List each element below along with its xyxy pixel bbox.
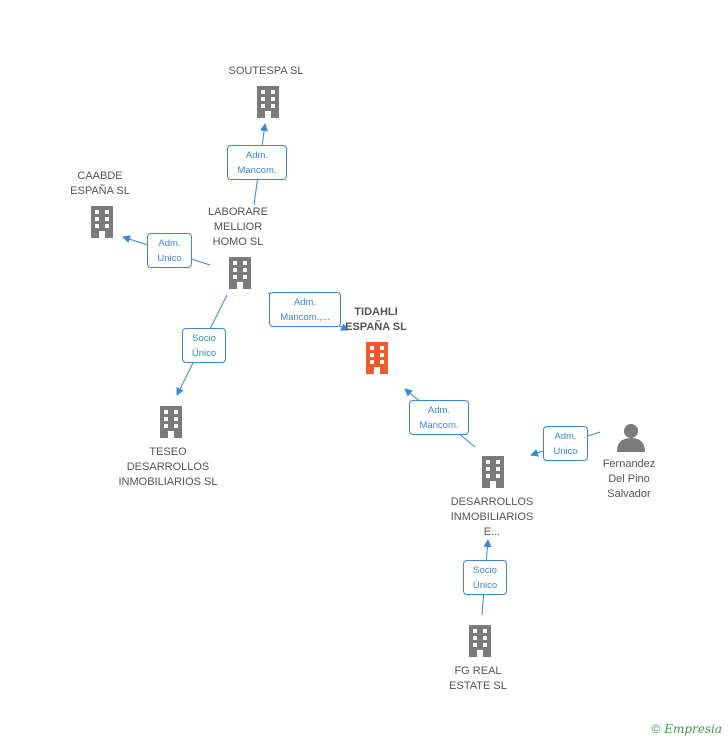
edge-label-line1: Socio bbox=[192, 333, 216, 344]
fgreal-building-icon[interactable] bbox=[469, 625, 491, 657]
edge-label-line2: Mancom. bbox=[237, 165, 277, 176]
soutespa-name: SOUTESPA SL bbox=[228, 65, 304, 77]
edge-label-laborare-soutespa[interactable]: Adm. Mancom. bbox=[227, 145, 287, 180]
edge-label-line2: Unico bbox=[553, 446, 578, 457]
caabde-name-line2: ESPAÑA SL bbox=[70, 185, 130, 197]
laborare-name-line3: HOMO SL bbox=[212, 236, 264, 248]
edge-label-laborare-caabde[interactable]: Adm. Unico bbox=[147, 233, 192, 268]
edge-label-line1: Adm. bbox=[158, 238, 181, 249]
edge-label-line2: Unico bbox=[157, 253, 182, 264]
node-label-laborare[interactable]: LABORARE MELLIOR HOMO SL bbox=[188, 205, 288, 250]
desarrollos-name-line2: INMOBILIARIOS bbox=[450, 511, 534, 523]
edge-label-laborare-tidahli[interactable]: Adm. Mancom.,... bbox=[269, 292, 341, 327]
caabde-building-icon[interactable] bbox=[91, 206, 113, 238]
node-label-fgreal[interactable]: FG REAL ESTATE SL bbox=[428, 664, 528, 694]
copyright-symbol: © bbox=[651, 722, 661, 736]
fgreal-name-line2: ESTATE SL bbox=[449, 680, 507, 692]
tidahli-building-icon[interactable] bbox=[366, 342, 388, 374]
teseo-name-line3: INMOBILIARIOS SL bbox=[118, 476, 218, 488]
edge-label-line1: Adm. bbox=[427, 405, 451, 416]
tidahli-name-line1: TIDAHLI bbox=[354, 306, 398, 318]
edge-label-line1: Adm. bbox=[245, 150, 269, 161]
empresia-logo[interactable]: © Empresia bbox=[652, 722, 722, 736]
node-label-desarrollos[interactable]: DESARROLLOS INMOBILIARIOS E... bbox=[437, 495, 547, 540]
edge-label-line2: Único bbox=[472, 580, 498, 591]
fgreal-name-line1: FG REAL bbox=[454, 665, 502, 677]
teseo-name-line2: DESARROLLOS bbox=[126, 461, 210, 473]
fernandez-person-icon[interactable] bbox=[617, 424, 645, 452]
edge-label-line2: Mancom.,... bbox=[280, 312, 330, 323]
edge-label-line1: Adm. bbox=[554, 431, 577, 442]
laborare-name-line1: LABORARE bbox=[208, 206, 268, 218]
node-label-caabde[interactable]: CAABDE ESPAÑA SL bbox=[50, 169, 150, 199]
laborare-building-icon[interactable] bbox=[229, 257, 251, 289]
fernandez-name-line1: Fernandez bbox=[602, 458, 656, 470]
desarrollos-name-line1: DESARROLLOS bbox=[450, 496, 534, 508]
teseo-building-icon[interactable] bbox=[160, 406, 182, 438]
edge-label-line1: Socio bbox=[473, 565, 497, 576]
laborare-name-line2: MELLIOR bbox=[213, 221, 263, 233]
brand-name: Empresia bbox=[664, 722, 722, 736]
fernandez-name-line2: Del Pino bbox=[608, 473, 650, 485]
caabde-name-line1: CAABDE bbox=[77, 170, 123, 182]
node-label-fernandez[interactable]: Fernandez Del Pino Salvador bbox=[589, 457, 669, 502]
tidahli-name-line2: ESPAÑA SL bbox=[345, 321, 407, 333]
desarrollos-building-icon[interactable] bbox=[482, 456, 504, 488]
node-label-soutespa[interactable]: SOUTESPA SL bbox=[216, 64, 316, 79]
node-label-teseo[interactable]: TESEO DESARROLLOS INMOBILIARIOS SL bbox=[108, 445, 228, 490]
fernandez-name-line3: Salvador bbox=[607, 488, 651, 500]
edge-label-fgreal-desarrollos[interactable]: Socio Único bbox=[463, 560, 507, 595]
soutespa-building-icon[interactable] bbox=[257, 86, 279, 118]
edge-label-fernandez-desarrollos[interactable]: Adm. Unico bbox=[543, 426, 588, 461]
edge-label-line2: Mancom. bbox=[419, 420, 459, 431]
teseo-name-line1: TESEO bbox=[149, 446, 187, 458]
edge-label-desarrollos-tidahli[interactable]: Adm. Mancom. bbox=[409, 400, 469, 435]
edge-label-line1: Adm. bbox=[293, 297, 317, 308]
edge-label-line2: Único bbox=[191, 348, 217, 359]
edge-label-laborare-teseo[interactable]: Socio Único bbox=[182, 328, 226, 363]
desarrollos-name-line3: E... bbox=[483, 526, 501, 538]
node-label-tidahli[interactable]: TIDAHLI ESPAÑA SL bbox=[326, 305, 426, 335]
